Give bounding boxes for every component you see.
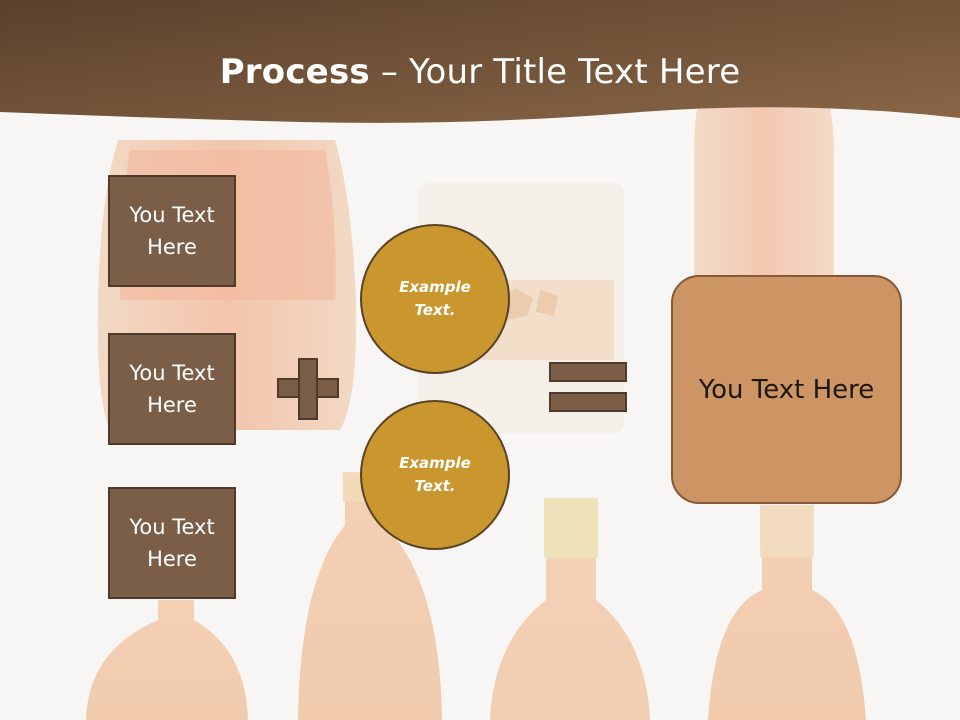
title-rest-part: – Your Title Text Here — [369, 52, 741, 92]
text-box-3: You Text Here — [108, 487, 236, 599]
text-box-1: You Text Here — [108, 175, 236, 287]
page-title: Process – Your Title Text Here — [0, 52, 960, 92]
result-box: You Text Here — [671, 275, 902, 504]
tall-bottle-shape — [694, 100, 834, 280]
equals-icon — [549, 362, 627, 414]
example-circle-2: Example Text. — [360, 400, 510, 550]
text-box-2: You Text Here — [108, 333, 236, 445]
example-circle-1: Example Text. — [360, 224, 510, 374]
title-bold-part: Process — [219, 52, 370, 92]
header-band — [0, 0, 960, 123]
bottom-bottles-shape — [86, 472, 866, 720]
plus-icon — [277, 358, 339, 420]
